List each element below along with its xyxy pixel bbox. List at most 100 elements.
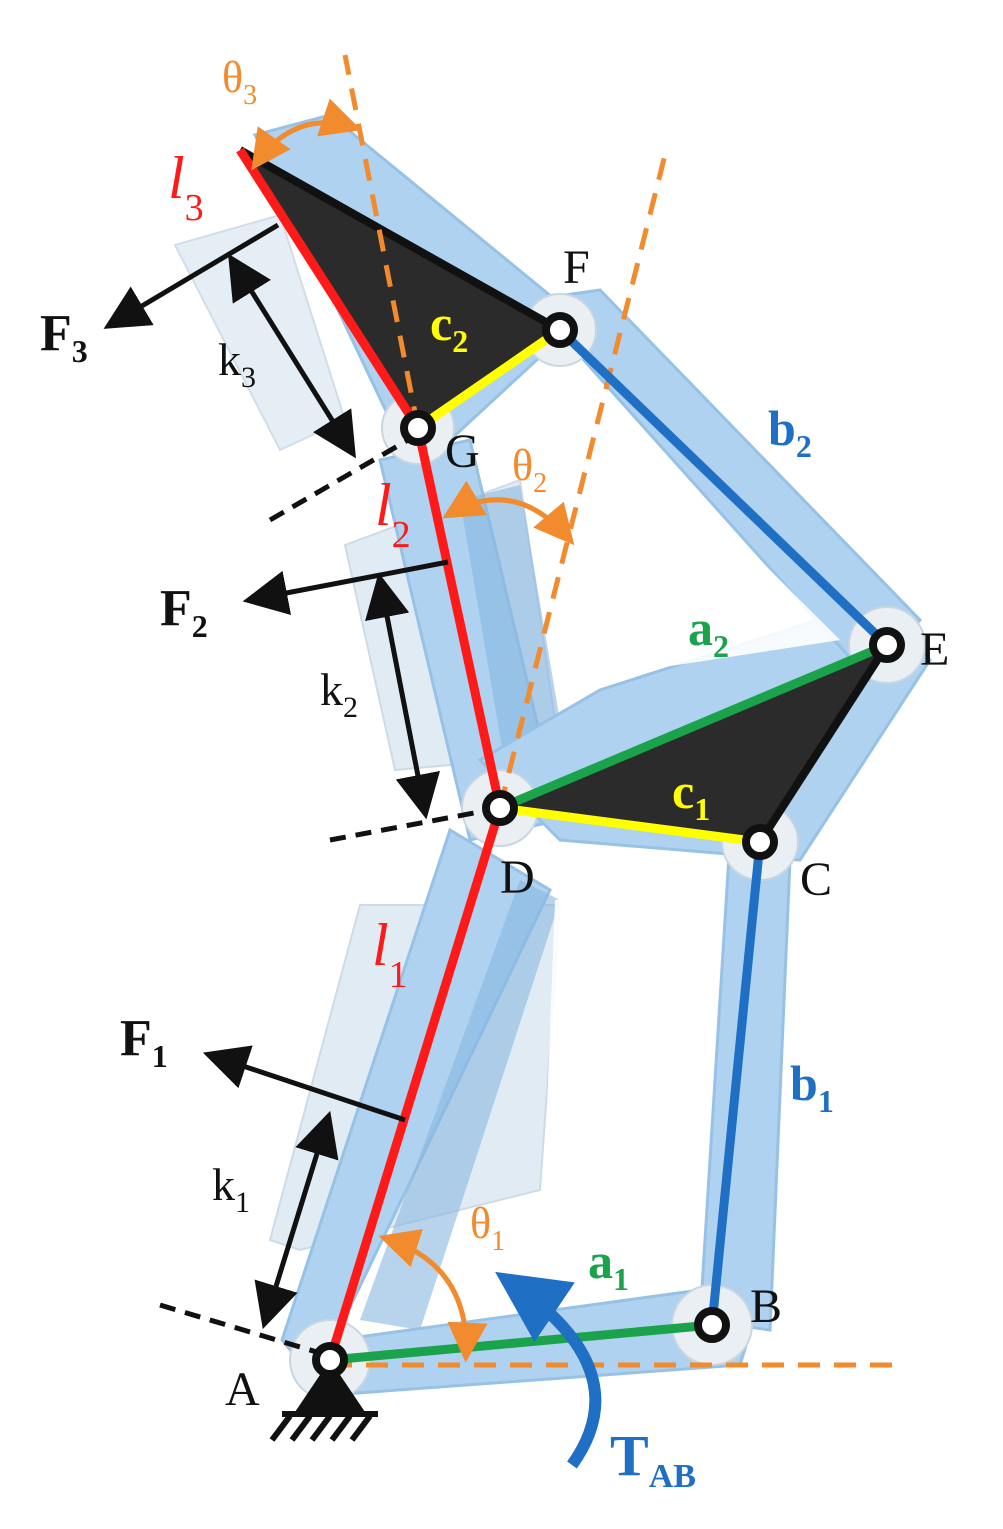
label-F1-base: F	[120, 1010, 152, 1067]
frame-window-upper	[560, 380, 840, 680]
label-D: D	[500, 851, 535, 904]
label-k1-base: k	[212, 1159, 235, 1210]
distance-arrow-k3	[228, 253, 356, 459]
label-theta2: θ2	[512, 441, 547, 499]
label-l3: l3	[168, 145, 204, 229]
ground-triangle	[295, 1360, 365, 1412]
frame-window-lower	[540, 870, 710, 1290]
ground-hatch-2	[289, 1414, 313, 1442]
label-l2-sub: 2	[392, 514, 411, 556]
label-l1-base: l	[372, 912, 389, 978]
link-b1	[707, 841, 765, 1326]
l2-extension-line	[342, 54, 421, 429]
pin-E	[869, 627, 905, 663]
label-c1-base: c	[672, 763, 694, 819]
label-F3-sub: 3	[72, 333, 88, 369]
label-a1-base: a	[588, 1233, 613, 1289]
ground-hatch-1	[269, 1414, 293, 1442]
label-a2: a2	[688, 600, 729, 664]
label-c2-sub: 2	[452, 323, 468, 359]
pin-C	[742, 824, 778, 860]
label-k3-base: k	[218, 334, 241, 385]
label-b2-base: b	[768, 400, 796, 456]
proximal-inner	[360, 880, 560, 1330]
label-l3-base: l	[168, 145, 185, 211]
label-l2-base: l	[375, 472, 392, 538]
label-a1-sub: 1	[613, 1261, 629, 1297]
label-b1-sub: 1	[818, 1083, 834, 1119]
link-b2	[556, 326, 891, 649]
normal-at-A	[159, 1302, 321, 1356]
label-theta3-base: θ	[222, 53, 243, 102]
label-F2: F2	[160, 580, 208, 644]
pin-G	[400, 410, 436, 446]
label-l2: l2	[375, 472, 411, 556]
label-k2-base: k	[320, 664, 343, 715]
plate-upper-edge-top	[238, 146, 562, 334]
label-k2-sub: 2	[343, 691, 358, 724]
label-k2: k2	[320, 664, 358, 724]
label-b1-base: b	[790, 1055, 818, 1111]
l1-extension-line	[497, 154, 668, 809]
coupler-plate-upper	[240, 150, 560, 428]
label-theta1-base: θ	[470, 1199, 491, 1248]
label-theta2-sub: 2	[533, 468, 547, 499]
label-a2-sub: 2	[713, 628, 729, 664]
force-arrow-F3	[103, 222, 280, 329]
normal-lines	[159, 437, 491, 1356]
distance-arrow-k2	[365, 572, 440, 820]
label-A: A	[225, 1363, 260, 1416]
label-F3: F3	[40, 305, 88, 369]
angle-arc-theta1	[378, 1229, 488, 1363]
label-l1-sub: 1	[389, 954, 408, 996]
label-k3: k3	[218, 334, 256, 394]
right-link	[698, 837, 792, 1332]
torque-arrow-TAB	[495, 1271, 602, 1469]
label-l1: l1	[372, 912, 408, 996]
pin-F	[542, 312, 578, 348]
link-l1	[325, 806, 505, 1362]
normal-at-G	[268, 437, 410, 523]
label-b1: b1	[790, 1055, 834, 1119]
plate-lower-edge-ce	[756, 642, 891, 845]
pin-A	[312, 1342, 348, 1378]
label-G: G	[445, 425, 480, 478]
ground-hatch-5	[349, 1414, 373, 1442]
link-a2	[498, 640, 889, 813]
link-c1	[499, 803, 761, 847]
label-torque-sub: AB	[649, 1458, 696, 1495]
ground-hatch-4	[329, 1414, 353, 1442]
label-theta3: θ3	[222, 53, 257, 111]
label-F1: F1	[120, 1010, 168, 1074]
link-c2	[415, 326, 563, 432]
label-a2-base: a	[688, 600, 713, 656]
label-E: E	[920, 623, 949, 676]
label-theta3-sub: 3	[243, 80, 257, 111]
label-b2-sub: 2	[796, 428, 812, 464]
middle-block	[460, 485, 570, 795]
label-C: C	[800, 853, 832, 906]
label-k1-sub: 1	[235, 1186, 250, 1219]
reference-lines	[330, 54, 895, 1368]
pin-B	[694, 1307, 730, 1343]
label-k3-sub: 3	[241, 361, 256, 394]
label-c2: c2	[430, 295, 468, 359]
force-arrow-F2	[242, 559, 449, 616]
angle-arc-theta2	[442, 480, 575, 546]
label-theta2-base: θ	[512, 441, 533, 490]
label-F2-sub: 2	[192, 608, 208, 644]
label-F2-base: F	[160, 580, 192, 637]
label-torque-base: T	[610, 1423, 649, 1488]
label-a1: a1	[588, 1233, 629, 1297]
label-torque: TAB	[610, 1423, 696, 1495]
label-F3-base: F	[40, 305, 72, 362]
ground-hatch-3	[309, 1414, 333, 1442]
label-B: B	[750, 1280, 782, 1333]
ground-symbol	[269, 1360, 378, 1442]
label-b2: b2	[768, 400, 812, 464]
label-c1-sub: 1	[694, 791, 710, 827]
joint-pins	[312, 312, 905, 1378]
normal-at-D	[329, 807, 491, 843]
